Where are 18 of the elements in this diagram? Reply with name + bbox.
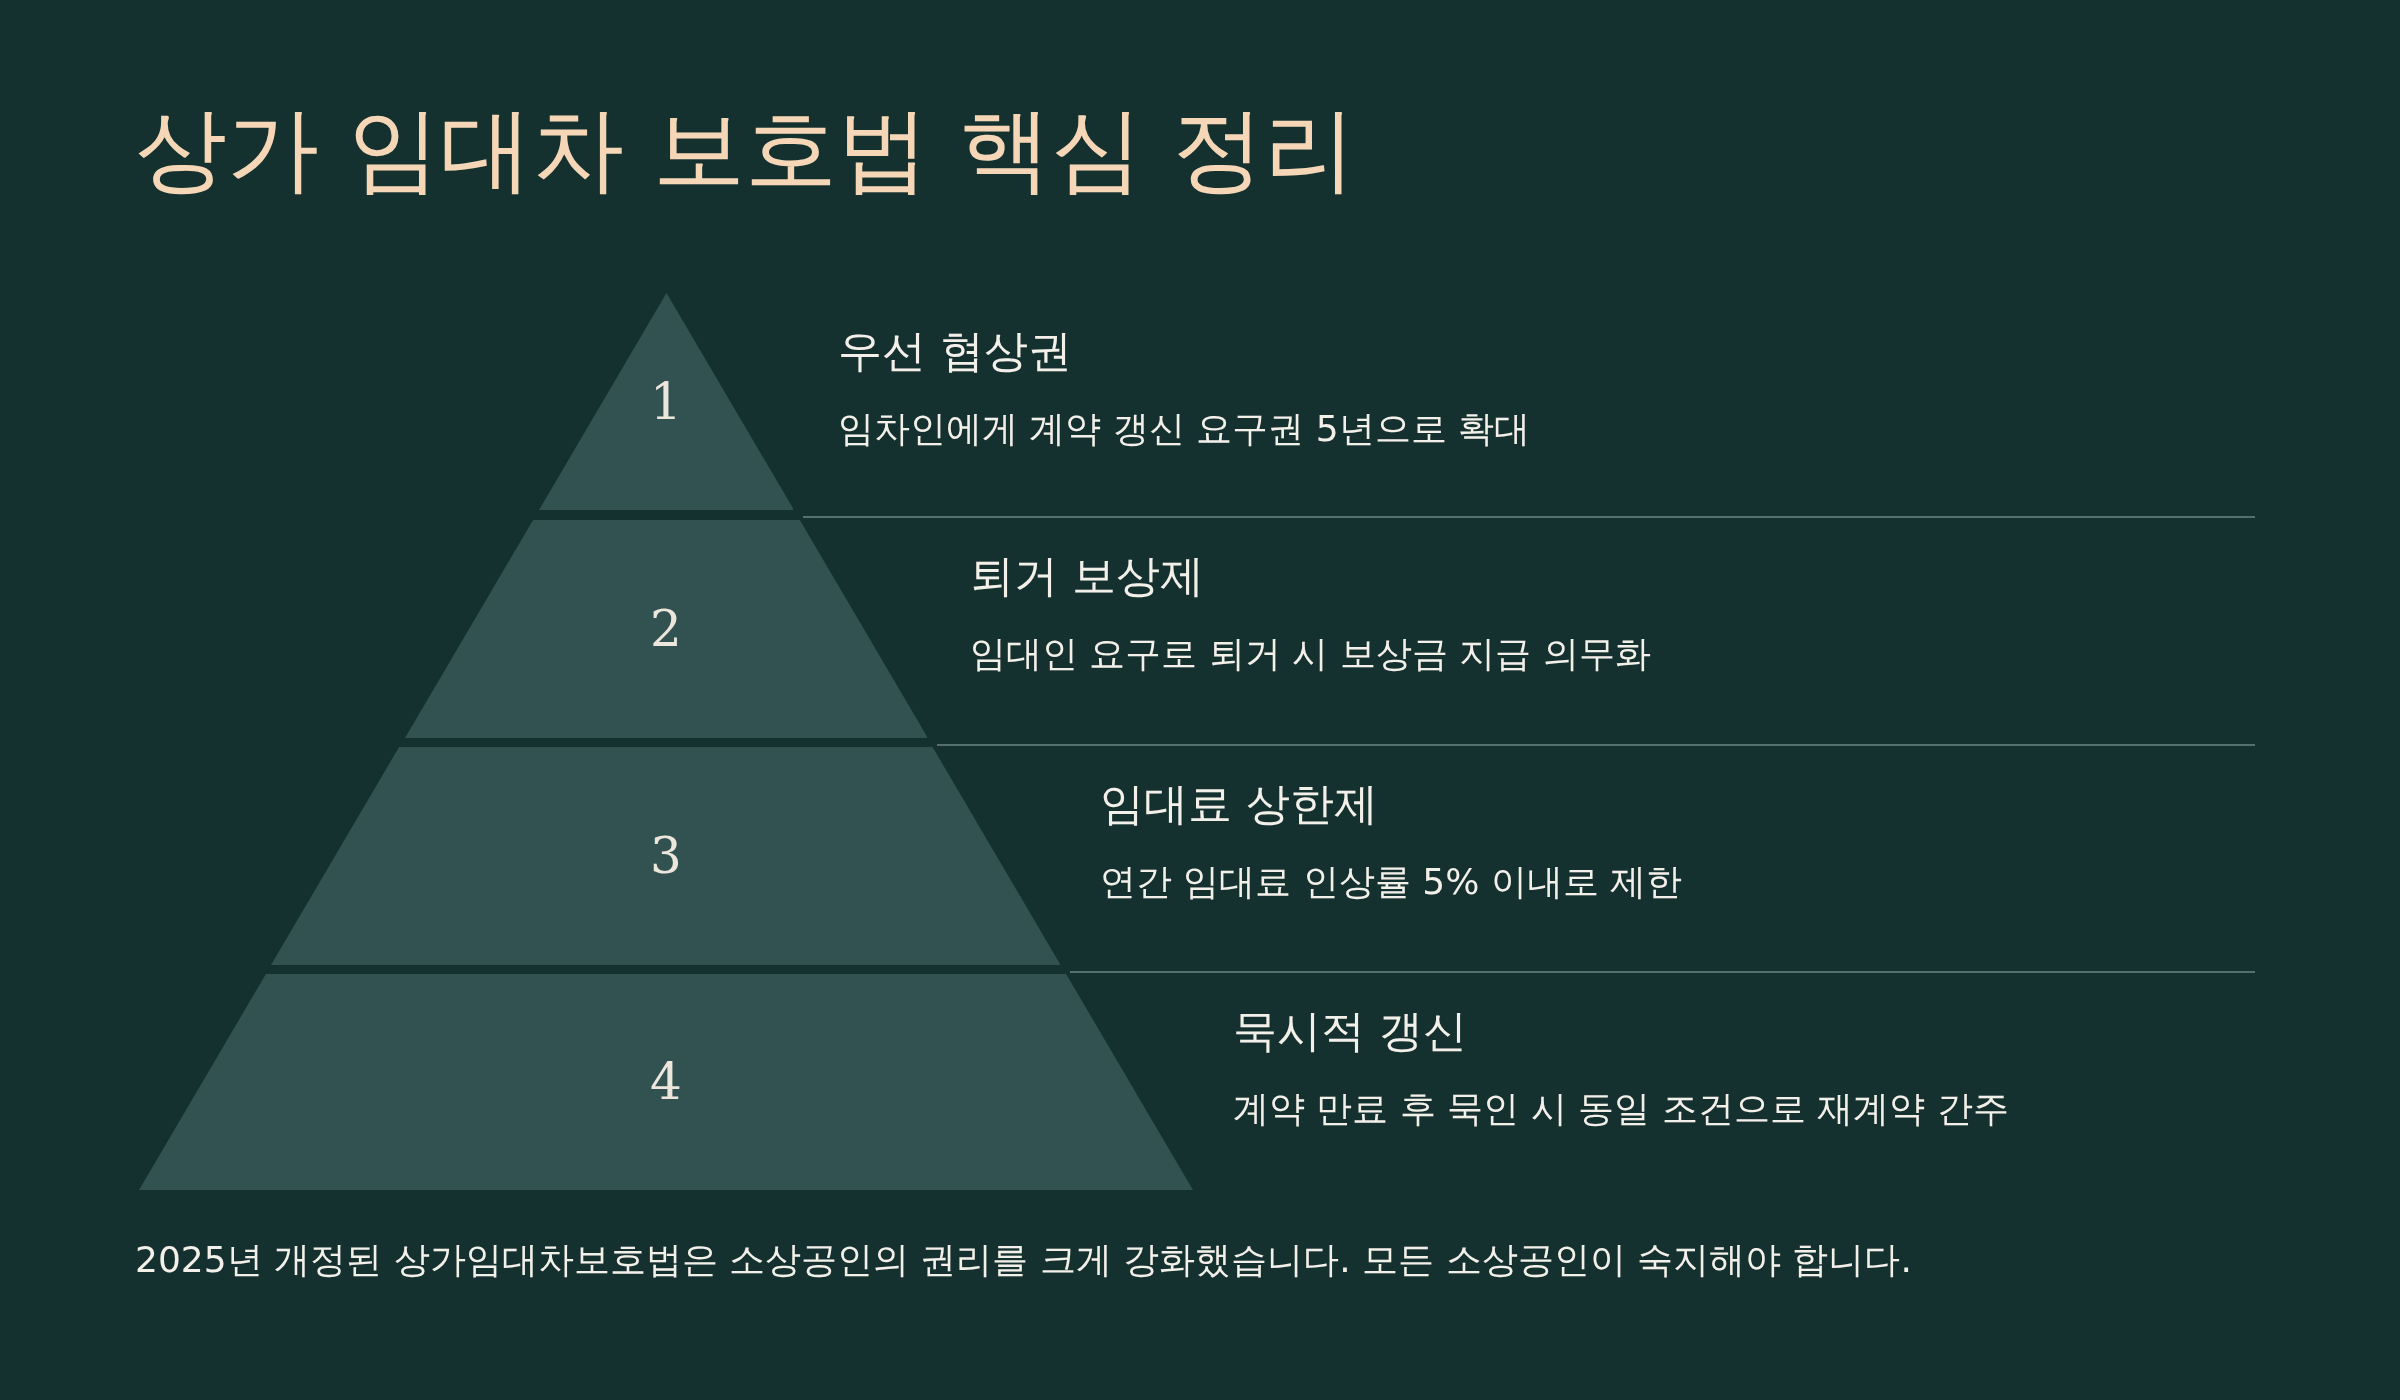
tier-number: 2: [649, 604, 683, 654]
tier-description: 임차인에게 계약 갱신 요구권 5년으로 확대: [838, 407, 1531, 451]
tier-description: 연간 임대료 인상률 5% 이내로 제한: [1100, 860, 1683, 904]
caption: 2025년 개정된 상가임대차보호법은 소상공인의 권리를 크게 강화했습니다. 모든 소상공인이 숙지해야 합니다.: [135, 1238, 1912, 1282]
title: 상가 임대차 보호법 핵심 정리: [135, 95, 1356, 205]
tier-heading: 임대료 상한제: [1100, 778, 1378, 831]
pyramid-tier: [538, 293, 794, 510]
pyramid-tier: [404, 520, 928, 738]
tier-number: 1: [649, 376, 683, 427]
tier-description: 계약 만료 후 묵인 시 동일 조건으로 재계약 간주: [1233, 1087, 2009, 1131]
tier-heading: 우선 협상권: [838, 325, 1072, 378]
tier-heading: 묵시적 갱신: [1233, 1005, 1467, 1058]
pyramid-tier: [139, 974, 1193, 1190]
pyramid-tier: [271, 747, 1061, 965]
tier-description: 임대인 요구로 퇴거 시 보상금 지급 의무화: [970, 632, 1651, 676]
tier-heading: 퇴거 보상제: [970, 550, 1204, 603]
tier-number: 3: [649, 831, 683, 881]
tier-number: 4: [649, 1057, 683, 1107]
